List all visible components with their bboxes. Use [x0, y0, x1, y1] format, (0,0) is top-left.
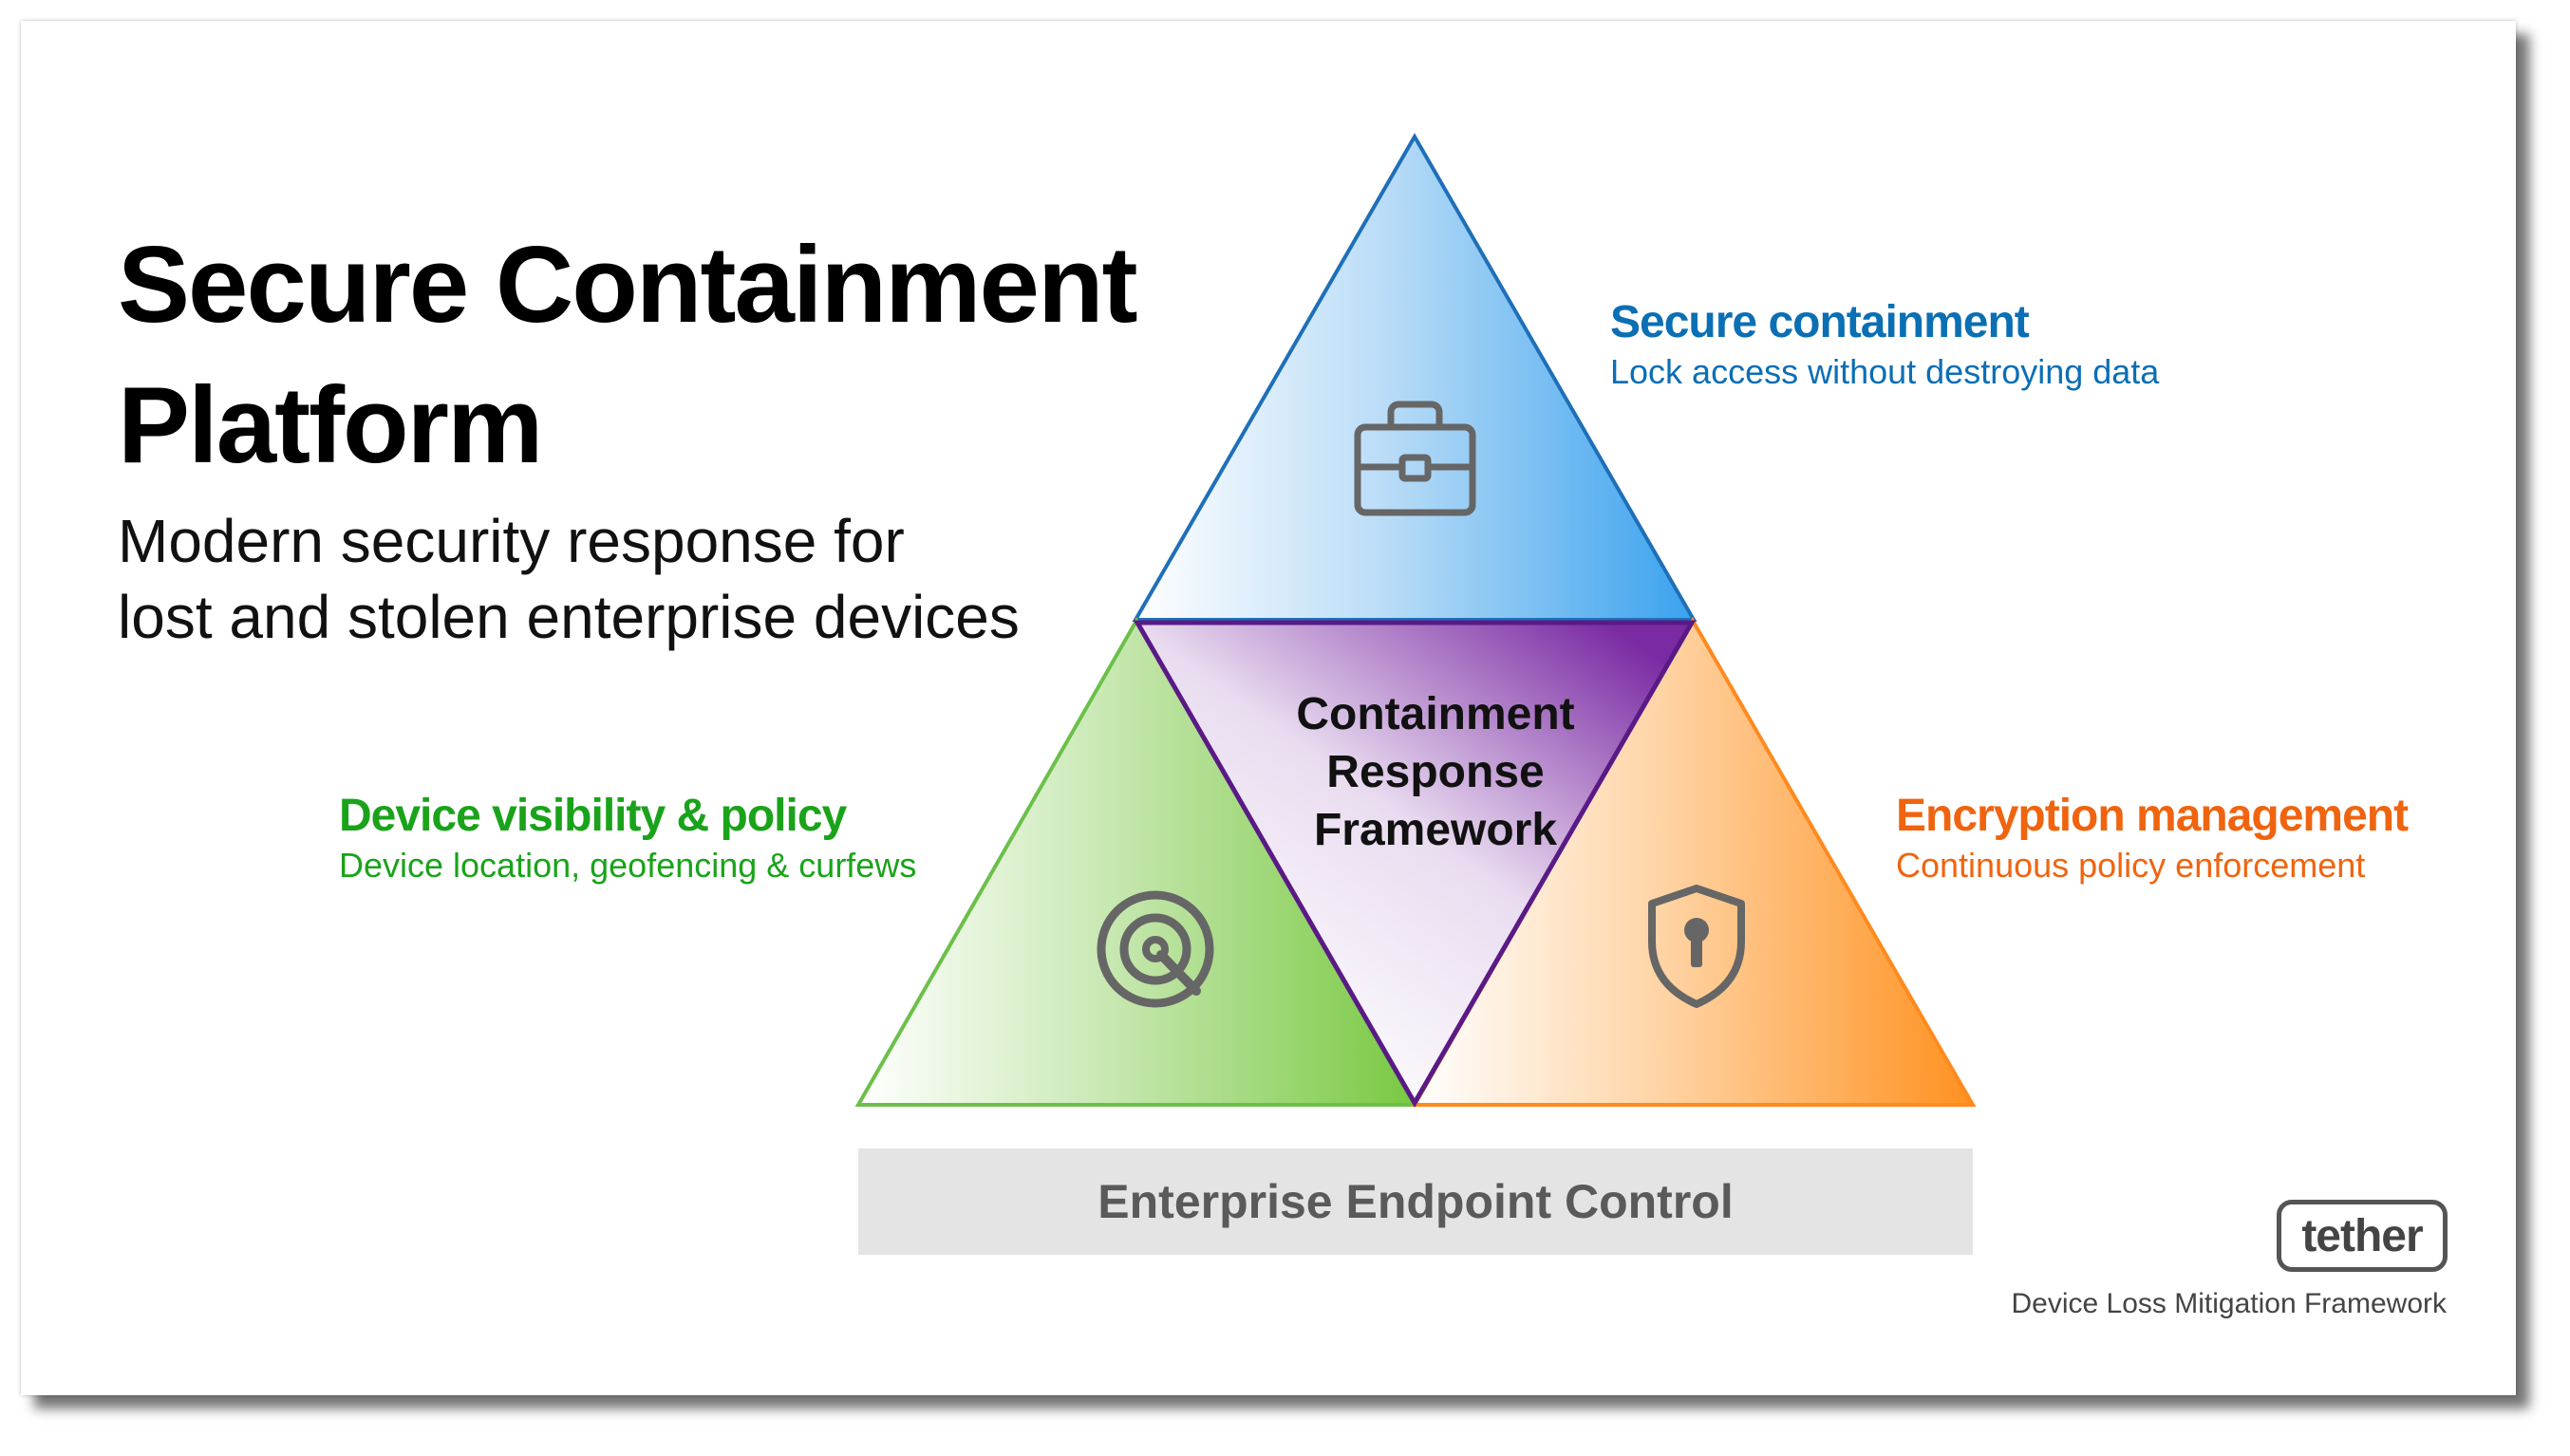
left-segment-subtitle: Device location, geofencing & curfews [339, 846, 917, 885]
slide: Secure Containment Platform Modern secur… [21, 21, 2516, 1395]
center-line-3: Framework [1313, 805, 1558, 855]
subtitle-line-2: lost and stolen enterprise devices [118, 583, 1020, 651]
left-segment-label: Device visibility & policy Device locati… [339, 790, 916, 886]
top-segment-title: Secure containment [1610, 297, 2030, 347]
title-line-2: Platform [118, 365, 543, 486]
center-line-1: Containment [1296, 689, 1575, 739]
base-bar: Enterprise Endpoint Control [858, 1148, 1973, 1255]
briefcase-icon [1354, 401, 1476, 516]
center-line-2: Response [1326, 747, 1545, 797]
top-triangle [1132, 133, 1698, 622]
target-icon [1097, 890, 1214, 1008]
top-segment-label: Secure containment Lock access without d… [1610, 296, 2159, 392]
tether-logo: tether [2277, 1200, 2448, 1272]
page-title: Secure Containment Platform [118, 215, 1210, 496]
title-line-1: Secure Containment [118, 225, 1138, 345]
right-segment-title: Encryption management [1896, 791, 2409, 841]
left-segment-title: Device visibility & policy [339, 791, 847, 841]
right-segment-label: Encryption management Continuous policy … [1896, 790, 2409, 886]
footer-caption: Device Loss Mitigation Framework [2011, 1288, 2447, 1319]
subtitle-line-1: Modern security response for [118, 507, 905, 575]
triangle-diagram [854, 133, 1977, 1109]
top-segment-subtitle: Lock access without destroying data [1610, 352, 2160, 391]
logo-text: tether [2301, 1210, 2423, 1261]
base-bar-label: Enterprise Endpoint Control [1097, 1175, 1734, 1228]
center-triangle [1133, 620, 1697, 1109]
shield-lock-icon [1648, 885, 1745, 1008]
center-framework-label: Containment Response Framework [1198, 685, 1673, 859]
page-subtitle: Modern security response for lost and st… [118, 503, 1115, 655]
right-segment-subtitle: Continuous policy enforcement [1896, 846, 2366, 885]
